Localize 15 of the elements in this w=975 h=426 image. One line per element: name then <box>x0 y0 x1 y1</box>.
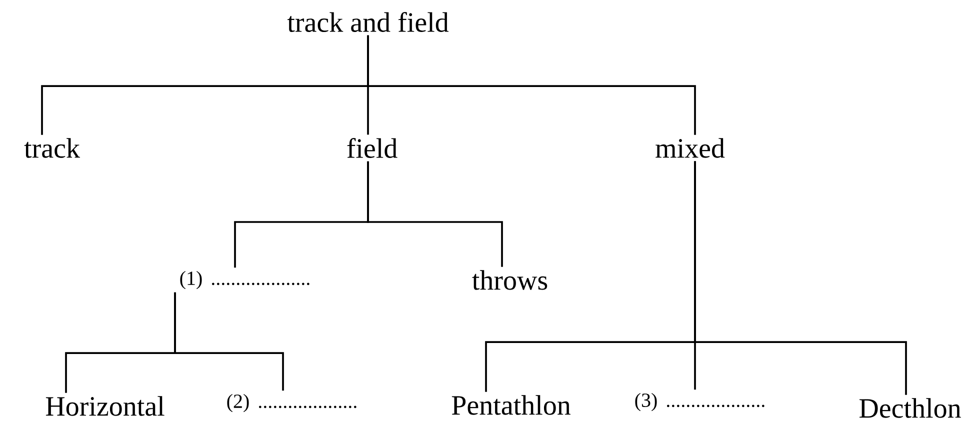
category-label: track <box>24 138 80 158</box>
category-label: Horizontal <box>46 396 164 416</box>
category-label: field <box>347 138 398 158</box>
connector-line <box>174 292 284 391</box>
connector-line <box>694 161 907 395</box>
category-label: Pentathlon <box>452 395 570 415</box>
category-label: Decthlon <box>860 398 961 418</box>
category-label: mixed <box>656 138 725 158</box>
fill-in-blank: (3) .................... <box>635 392 764 412</box>
category-label: throws <box>472 270 548 290</box>
connector-line <box>367 161 503 267</box>
fill-in-blank: (2) .................... <box>227 394 356 412</box>
category-label: track and field <box>287 12 449 32</box>
connector-line <box>367 35 696 135</box>
fill-in-blank: (1) .................... <box>180 270 310 290</box>
